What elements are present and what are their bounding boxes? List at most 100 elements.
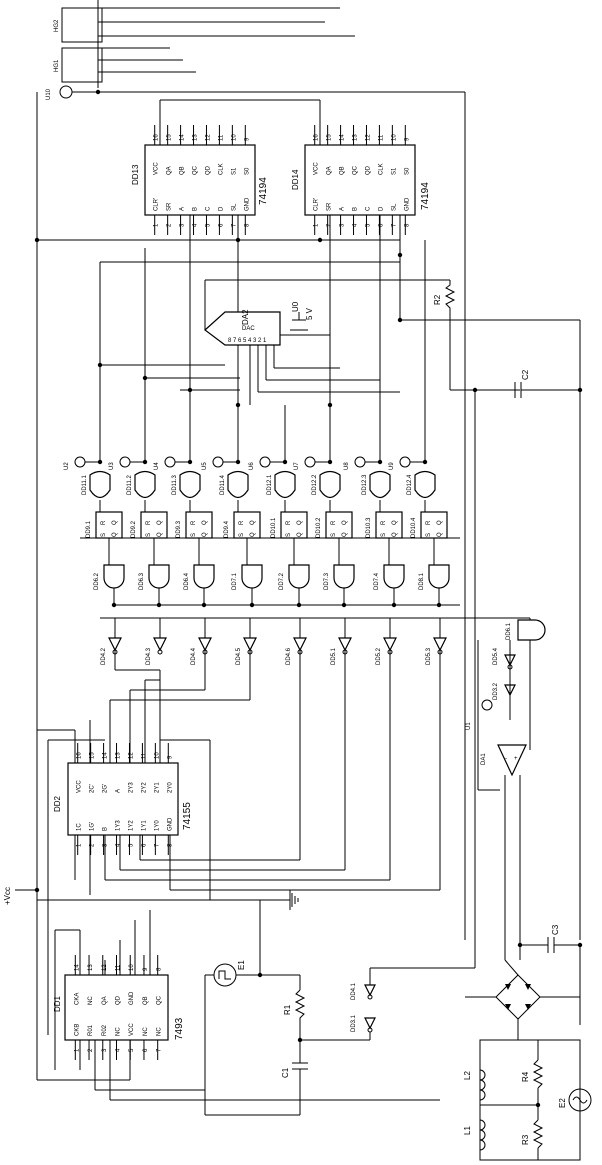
pin-number: 1 xyxy=(77,843,83,847)
ff-pin-s: S xyxy=(146,533,152,537)
or-gate-label: DD11.4 xyxy=(220,474,226,495)
c2-label: C2 xyxy=(521,369,530,380)
and-gate xyxy=(383,564,405,589)
terminal-circle xyxy=(354,456,366,468)
pin-number: 13 xyxy=(353,134,359,141)
dac-text: DAC xyxy=(242,326,255,332)
pin-number: 7 xyxy=(231,223,237,227)
pin-label: S0 xyxy=(244,167,250,175)
capacitor-c1: C1 xyxy=(205,1037,370,1116)
rs-flipflop xyxy=(420,511,448,539)
dd1-part: 7493 xyxy=(174,1017,185,1040)
rs-flipflop xyxy=(280,511,308,539)
pin-label: NC xyxy=(88,996,94,1005)
inverter-8: DD5.3 xyxy=(426,618,447,665)
pin-number: 6 xyxy=(378,223,384,227)
inverter-label: DD5.3 xyxy=(426,647,432,665)
or-gate xyxy=(414,470,436,499)
pin-number: 12 xyxy=(205,134,211,141)
pin-number: 13 xyxy=(88,964,94,971)
ff-pin-r: R xyxy=(191,520,197,525)
pin-label: QB xyxy=(143,996,149,1005)
pin-label: 2G' xyxy=(103,784,109,793)
pin-label: S0 xyxy=(404,167,410,175)
or-gate-label: DD11.2 xyxy=(127,474,133,495)
or-gate xyxy=(319,470,341,499)
and-gate-label: DD7.2 xyxy=(279,572,285,590)
pin-number: 9 xyxy=(244,137,250,141)
vcc-label: +Vcc xyxy=(3,887,12,905)
pin-label: NC xyxy=(116,1027,122,1036)
capacitor-c3: C3 xyxy=(517,924,583,1025)
pin-label: GND xyxy=(167,817,173,831)
dd1-label: DD1 xyxy=(53,995,62,1012)
pin-number: 14 xyxy=(103,752,109,759)
capacitor-c2: C2 xyxy=(472,369,583,398)
or-gate xyxy=(179,470,201,499)
pin-number: 1 xyxy=(74,1048,80,1052)
pin-label: A xyxy=(340,207,346,211)
pin-label: QD xyxy=(365,165,371,175)
pin-label: GND xyxy=(404,197,410,211)
pin-number: 7 xyxy=(157,1048,163,1052)
u-label: U4 xyxy=(154,462,160,470)
pin-label: CLK xyxy=(218,163,224,175)
pin-number: 10 xyxy=(154,752,160,759)
pin-number: 16 xyxy=(77,752,83,759)
inverter-label: DD4.2 xyxy=(101,647,107,665)
pin-label: 1Y2 xyxy=(128,820,134,831)
battery-u0: U0 5 V xyxy=(290,301,314,331)
dd54-label: DD5.4 xyxy=(493,647,499,665)
and-gate xyxy=(288,564,310,589)
pin-label: A xyxy=(180,207,186,211)
rs-flipflop-label: DD9.2 xyxy=(131,520,137,538)
dd14-part: 74194 xyxy=(420,182,431,210)
ff-pin-s: S xyxy=(286,533,292,537)
pin-number: 1 xyxy=(154,223,160,227)
inverter-2: DD4.3 xyxy=(146,618,167,665)
pin-label: D xyxy=(218,206,224,211)
svg-text:-: - xyxy=(505,756,507,762)
pin-number: 15 xyxy=(167,134,173,141)
u10-terminal: U10 xyxy=(46,85,465,100)
ff-pin-s: S xyxy=(426,533,432,537)
r3-label: R3 xyxy=(521,1134,530,1145)
rs-flipflop-label: DD9.4 xyxy=(224,520,230,538)
inverter-label: DD4.6 xyxy=(286,647,292,665)
pin-label: VCC xyxy=(154,162,160,175)
pin-label: QD xyxy=(205,165,211,175)
ff-pin-r: R xyxy=(239,520,245,525)
ff-pin-q: Q xyxy=(392,520,398,525)
ff-pin-q: Q xyxy=(112,520,118,525)
pin-label: VCC xyxy=(129,1023,135,1036)
rs-flipflop xyxy=(325,511,353,539)
or-gate-label: DD11.1 xyxy=(82,474,88,495)
pin-label: SR xyxy=(167,202,173,211)
dac-pins: 8 7 6 5 4 3 2 1 xyxy=(228,338,267,344)
pin-number: 11 xyxy=(218,134,224,141)
pin-label: NC xyxy=(157,1027,163,1036)
pin-label: NC xyxy=(143,1027,149,1036)
pin-label: S1 xyxy=(231,167,237,175)
or-gate-label: DD12.3 xyxy=(362,474,368,495)
pin-number: 5 xyxy=(129,1048,135,1052)
da1-label: DA1 xyxy=(481,753,487,765)
pin-number: 5 xyxy=(128,843,134,847)
pin-label: CLR' xyxy=(154,198,160,211)
five-v-label: 5 V xyxy=(305,307,314,320)
pin-label: CKA xyxy=(74,993,80,1005)
pin-number: 8 xyxy=(404,223,410,227)
pin-label: C xyxy=(205,206,211,211)
pin-number: 10 xyxy=(391,134,397,141)
chip-dd13: DD13 74194 CLR'1VCC16SR2QA15A3QB14B4QC13… xyxy=(131,125,269,235)
ff-pin-s: S xyxy=(381,533,387,537)
pin-label: 2Y2 xyxy=(141,782,147,793)
or-gate xyxy=(227,470,249,499)
pin-number: 4 xyxy=(116,1048,122,1052)
pin-label: D xyxy=(378,206,384,211)
pin-label: QB xyxy=(340,166,346,175)
u-label: U2 xyxy=(64,462,70,470)
generator-e1: E1 xyxy=(204,900,263,1115)
